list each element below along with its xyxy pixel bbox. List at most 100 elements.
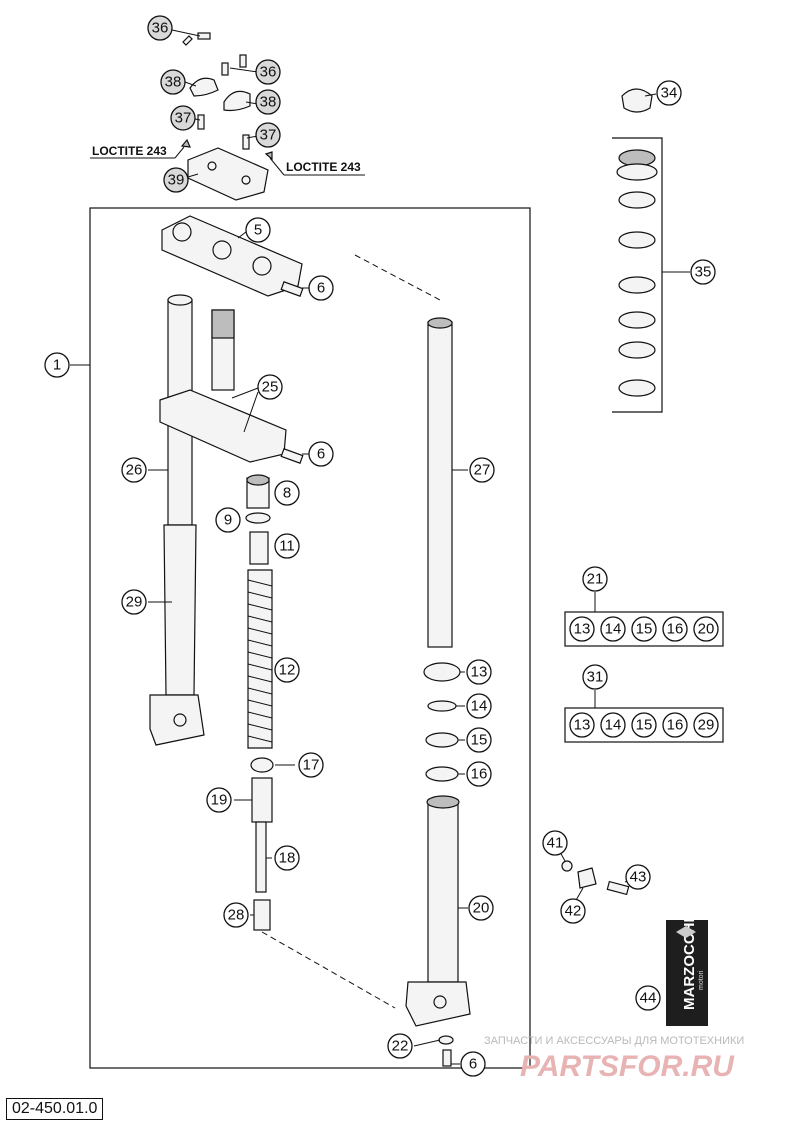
kit-31-items: 13 14 15 16 29 bbox=[569, 712, 719, 738]
svg-text:14: 14 bbox=[471, 698, 488, 715]
brand-sub: motori bbox=[698, 970, 705, 990]
callout-8: 8 bbox=[274, 480, 300, 506]
svg-text:27: 27 bbox=[474, 462, 491, 479]
kit-21-group bbox=[564, 592, 724, 647]
svg-text:20: 20 bbox=[698, 621, 715, 638]
svg-text:21: 21 bbox=[587, 571, 604, 588]
callout-41: 41 bbox=[542, 830, 568, 856]
kit-31-item: 14 bbox=[600, 712, 626, 738]
svg-text:13: 13 bbox=[574, 717, 591, 734]
svg-text:19: 19 bbox=[211, 792, 228, 809]
svg-text:44: 44 bbox=[640, 990, 657, 1007]
kit-31-item: 13 bbox=[569, 712, 595, 738]
callout-35: 35 bbox=[690, 259, 716, 285]
svg-text:28: 28 bbox=[228, 907, 245, 924]
svg-text:36: 36 bbox=[152, 20, 169, 37]
left-fork-assembly bbox=[70, 215, 310, 746]
loctite-note-right: LOCTITE 243 bbox=[286, 160, 361, 174]
svg-text:37: 37 bbox=[175, 110, 192, 127]
kit-21-item: 13 bbox=[569, 616, 595, 642]
svg-text:5: 5 bbox=[254, 222, 262, 239]
callout-17: 17 bbox=[298, 752, 324, 778]
svg-text:6: 6 bbox=[317, 280, 325, 297]
callout-28: 28 bbox=[223, 902, 249, 928]
loctite-note-left: LOCTITE 243 bbox=[92, 144, 167, 158]
svg-text:43: 43 bbox=[630, 869, 647, 886]
callout-1: 1 bbox=[44, 352, 70, 378]
callout-36b: 36 bbox=[255, 59, 281, 85]
callout-14: 14 bbox=[466, 693, 492, 719]
watermark-caption: ЗАПЧАСТИ И АКСЕССУАРЫ ДЛЯ МОТОТЕХНИКИ bbox=[484, 1035, 744, 1047]
callout-38b: 38 bbox=[255, 89, 281, 115]
callout-25: 25 bbox=[257, 374, 283, 400]
callout-37b: 37 bbox=[255, 122, 281, 148]
callout-26: 26 bbox=[121, 457, 147, 483]
kit-31-item: 15 bbox=[631, 712, 657, 738]
callout-5: 5 bbox=[245, 217, 271, 243]
svg-text:39: 39 bbox=[168, 172, 185, 189]
kit-21-items: 13 14 15 16 20 bbox=[569, 616, 719, 642]
callout-19: 19 bbox=[206, 787, 232, 813]
callout-31: 31 bbox=[582, 664, 608, 690]
callout-21: 21 bbox=[582, 566, 608, 592]
svg-text:16: 16 bbox=[667, 717, 684, 734]
svg-text:34: 34 bbox=[661, 85, 678, 102]
svg-text:18: 18 bbox=[279, 850, 296, 867]
svg-text:15: 15 bbox=[636, 717, 653, 734]
kit-21-item: 16 bbox=[662, 616, 688, 642]
watermark-logo: PARTSFOR.RU bbox=[520, 1050, 735, 1083]
fork-internals bbox=[234, 474, 396, 1009]
right-fork-exploded bbox=[354, 254, 471, 1067]
svg-text:42: 42 bbox=[565, 903, 582, 920]
callout-43: 43 bbox=[625, 864, 651, 890]
callout-15: 15 bbox=[466, 727, 492, 753]
callout-6-top: 6 bbox=[308, 275, 334, 301]
svg-text:12: 12 bbox=[279, 662, 296, 679]
svg-text:16: 16 bbox=[471, 766, 488, 783]
svg-text:22: 22 bbox=[392, 1038, 409, 1055]
svg-text:1: 1 bbox=[53, 357, 61, 374]
svg-text:29: 29 bbox=[698, 717, 715, 734]
marzocchi-brand-plate: MARZOCCHI motori bbox=[666, 918, 708, 1026]
kit-21-item: 15 bbox=[631, 616, 657, 642]
callout-29: 29 bbox=[121, 589, 147, 615]
callout-44: 44 bbox=[635, 985, 661, 1011]
svg-text:41: 41 bbox=[547, 835, 564, 852]
callout-22: 22 bbox=[387, 1033, 413, 1059]
svg-text:16: 16 bbox=[667, 621, 684, 638]
svg-text:20: 20 bbox=[473, 900, 490, 917]
steering-bearing-set bbox=[612, 88, 690, 413]
svg-text:6: 6 bbox=[469, 1056, 477, 1073]
callout-16: 16 bbox=[466, 761, 492, 787]
callout-6-bottom: 6 bbox=[460, 1051, 486, 1077]
svg-text:38: 38 bbox=[165, 74, 182, 91]
svg-text:38: 38 bbox=[260, 94, 277, 111]
svg-text:8: 8 bbox=[283, 485, 291, 502]
kit-31-item: 29 bbox=[693, 712, 719, 738]
assembly-frame bbox=[89, 207, 531, 1069]
svg-text:35: 35 bbox=[695, 264, 712, 281]
svg-text:13: 13 bbox=[574, 621, 591, 638]
callout-9: 9 bbox=[215, 507, 241, 533]
top-clamp-parts bbox=[90, 29, 365, 201]
callout-27: 27 bbox=[469, 457, 495, 483]
svg-text:31: 31 bbox=[587, 669, 604, 686]
svg-text:36: 36 bbox=[260, 64, 277, 81]
callout-37a: 37 bbox=[170, 105, 196, 131]
svg-text:37: 37 bbox=[260, 127, 277, 144]
svg-text:17: 17 bbox=[303, 757, 320, 774]
callout-20: 20 bbox=[468, 895, 494, 921]
callout-38a: 38 bbox=[160, 69, 186, 95]
svg-text:14: 14 bbox=[605, 621, 622, 638]
callout-39: 39 bbox=[163, 167, 189, 193]
svg-text:6: 6 bbox=[317, 446, 325, 463]
svg-text:11: 11 bbox=[279, 538, 295, 555]
callout-36a: 36 bbox=[147, 15, 173, 41]
callout-12: 12 bbox=[274, 657, 300, 683]
svg-text:14: 14 bbox=[605, 717, 622, 734]
callout-42: 42 bbox=[560, 898, 586, 924]
diagram-code: 02-450.01.0 bbox=[6, 1098, 104, 1120]
svg-text:25: 25 bbox=[262, 379, 279, 396]
kit-31-item: 16 bbox=[662, 712, 688, 738]
